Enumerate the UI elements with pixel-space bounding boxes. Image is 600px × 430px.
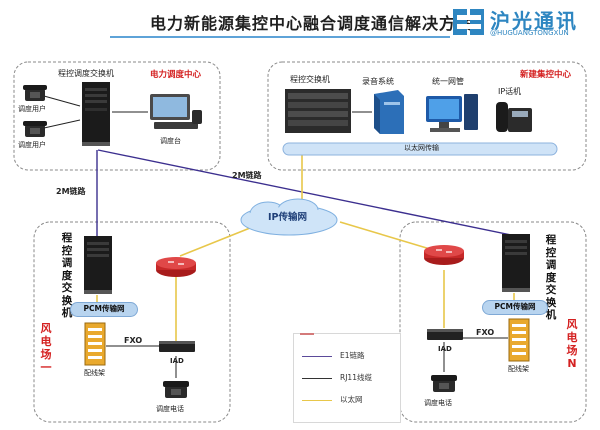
farmn-iad-device-icon — [427, 329, 463, 340]
legend-box: E1链路 RJ11线缆 以太网 — [293, 333, 401, 423]
page-title: 电力新能源集控中心融合调度通信解决方案 — [150, 14, 474, 33]
farm1-distribution-frame-icon — [84, 322, 106, 366]
nms-label: 统一网管 — [432, 77, 464, 86]
eth-cloud-to-router-right — [339, 221, 441, 253]
legend-item-e1: E1链路 — [302, 350, 398, 362]
dispatch-user2-phone-icon — [23, 121, 47, 137]
farm1-phone-icon — [163, 381, 189, 398]
farm1-iad-device-icon — [159, 341, 195, 352]
farm1-phone-label: 调度电话 — [156, 405, 184, 413]
farm1-frame-label: 配线架 — [84, 369, 105, 377]
recorder-label: 录音系统 — [362, 77, 394, 86]
farm1-switch-label: 程控调度交换机 — [61, 232, 73, 320]
legend-accent — [300, 333, 314, 335]
farm-one-region — [33, 221, 231, 423]
dispatch-switch-server-icon — [82, 82, 110, 146]
legend-rj11-label: RJ11线缆 — [340, 373, 372, 382]
farm1-name: 风电场一 — [40, 322, 52, 374]
dispatch-console-icon — [150, 94, 202, 129]
farmn-router-icon — [424, 245, 464, 265]
legend-ethernet-label: 以太网 — [340, 395, 363, 404]
farmn-phone-label: 调度电话 — [424, 399, 452, 407]
new-center-switch-label: 程控交换机 — [290, 75, 330, 84]
ethernet-bus-label: 以太网传输 — [404, 144, 439, 152]
legend-item-ethernet: 以太网 — [302, 394, 398, 406]
dispatch-center-region — [13, 61, 221, 171]
brand-name-cn: 沪光通讯 — [490, 9, 578, 33]
legend-e1-swatch — [302, 356, 332, 357]
rj11-dispatch-user2 — [43, 119, 81, 129]
farm1-iad-label: IAD — [170, 357, 184, 365]
brand-name-en: @HUGUANGTONGXUN — [490, 29, 569, 37]
dispatch-console-label: 调度台 — [160, 137, 181, 145]
farmn-iad-label: IAD — [438, 345, 452, 353]
new-center-switch-rack-icon — [285, 89, 351, 133]
rj11-dispatch-user1 — [43, 95, 81, 107]
e1-link-right — [97, 149, 517, 237]
farmn-pcm-network: PCM传输网 — [482, 300, 548, 315]
farmn-switch-label-text: 程控调度交换机 — [545, 234, 557, 321]
dispatch-switch-label: 程控调度交换机 — [58, 69, 114, 78]
link-2m-right-label: 2M链路 — [232, 171, 262, 180]
brand-logo-icon — [453, 9, 484, 35]
ip-phone-label: IP话机 — [498, 87, 522, 96]
farmn-name: 风电场N — [566, 318, 578, 370]
dispatch-user2-label: 调度用户 — [18, 141, 46, 149]
farm-n-region — [399, 221, 587, 423]
ip-network-cloud-icon — [240, 198, 338, 236]
dispatch-center-title: 电力调度中心 — [150, 70, 202, 80]
ip-network-label: IP传输网 — [268, 212, 307, 223]
farmn-name-text: 风电场N — [566, 318, 578, 370]
dispatch-user1-label: 调度用户 — [18, 105, 46, 113]
farm1-switch-label-text: 程控调度交换机 — [61, 232, 73, 319]
ip-phone-icon — [496, 102, 532, 132]
link-2m-left-label: 2M链路 — [56, 187, 86, 196]
new-center-title: 新建集控中心 — [520, 70, 572, 80]
recorder-server-icon — [374, 90, 404, 134]
farmn-switch-server-icon — [502, 234, 530, 292]
title-underline — [110, 36, 450, 38]
legend-ethernet-swatch — [302, 400, 332, 401]
farmn-phone-icon — [431, 375, 457, 392]
farmn-frame-label: 配线架 — [508, 365, 529, 373]
farm1-switch-server-icon — [84, 236, 112, 294]
farmn-switch-label: 程控调度交换机 — [545, 234, 557, 322]
legend-item-rj11: RJ11线缆 — [302, 372, 398, 384]
nms-computer-icon — [426, 94, 478, 132]
dispatch-user1-phone-icon — [23, 85, 47, 101]
legend-e1-label: E1链路 — [340, 351, 365, 360]
ethernet-bus-bar — [282, 142, 558, 156]
new-center-region — [267, 61, 587, 171]
farm1-pcm-network: PCM传输网 — [70, 302, 138, 317]
farmn-distribution-frame-icon — [508, 318, 530, 362]
farmn-fxo-label: FXO — [476, 328, 495, 337]
legend-rj11-swatch — [302, 378, 332, 379]
farm1-fxo-label: FXO — [124, 336, 143, 345]
farm1-name-text: 风电场一 — [40, 322, 52, 374]
farm1-router-icon — [156, 257, 196, 277]
